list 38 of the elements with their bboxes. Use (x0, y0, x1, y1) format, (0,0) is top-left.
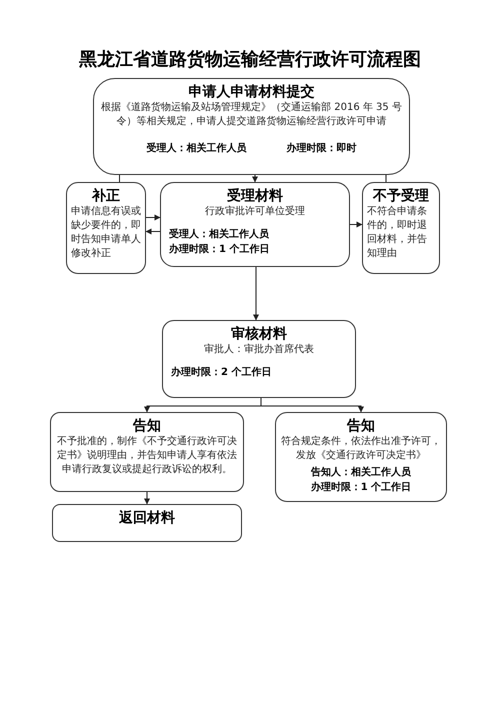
box-description: 不予批准的，制作《不予交通行政许可决定书》说明理由，并告知申请人享有依法申请行政复议或提起行政诉讼的权利。 (56, 435, 238, 477)
connector-arrow (252, 174, 258, 182)
connector-arrow (146, 228, 160, 234)
info-text: 受理人：相关工作人员 (169, 228, 270, 242)
info-text: 办理时限：2 个工作日 (171, 366, 272, 380)
connector-arrow (260, 398, 364, 412)
info-text: 办理时限：1 个工作日 (169, 242, 270, 257)
box-title: 返回材料 (119, 509, 175, 527)
box-description: 根据《道路货物运输及站场管理规定》（交通运输部 2016 年 35 号令）等相关规定，申请人提交道路货物运输经营行政许可申请 (100, 101, 403, 129)
process-box (93, 78, 410, 175)
process-box (160, 182, 350, 267)
connector-arrow (350, 222, 362, 228)
process-box (50, 412, 244, 492)
box-description: 审批人：审批办首席代表 (204, 343, 314, 357)
process-box (66, 182, 146, 274)
box-title: 审核材料 (231, 325, 287, 343)
process-box (362, 182, 440, 274)
connector-arrow (144, 492, 150, 504)
connector-arrow (253, 266, 259, 320)
process-box (275, 412, 447, 502)
box-title: 告知 (133, 417, 161, 435)
box-description: 申请信息有误或缺少要件的，即时告知申请单人修改补正 (71, 205, 141, 261)
diagram-title: 黑龙江省道路货物运输经营行政许可流程图 (78, 48, 422, 72)
box-description: 不符合申请条件的，即时退回材料，并告知理由 (367, 205, 428, 261)
process-box (52, 504, 242, 542)
box-description: 符合规定条件，依法作出准予许可，发放《交通行政许可决定书》 (280, 435, 442, 463)
box-title: 申请人申请材料提交 (188, 83, 314, 101)
info-text: 受理人：相关工作人员 (146, 142, 246, 156)
box-title: 受理材料 (227, 187, 283, 205)
connector-arrow (146, 214, 160, 220)
box-title: 告知 (347, 417, 375, 435)
box-title: 不予受理 (372, 187, 430, 205)
info-text: 办理时限：即时 (286, 142, 356, 156)
box-description: 行政审批许可单位受理 (205, 205, 305, 219)
info-text: 告知人：相关工作人员 (310, 466, 411, 480)
box-title: 补正 (90, 187, 121, 205)
process-box (162, 320, 356, 398)
info-text: 办理时限：1 个工作日 (310, 480, 412, 495)
